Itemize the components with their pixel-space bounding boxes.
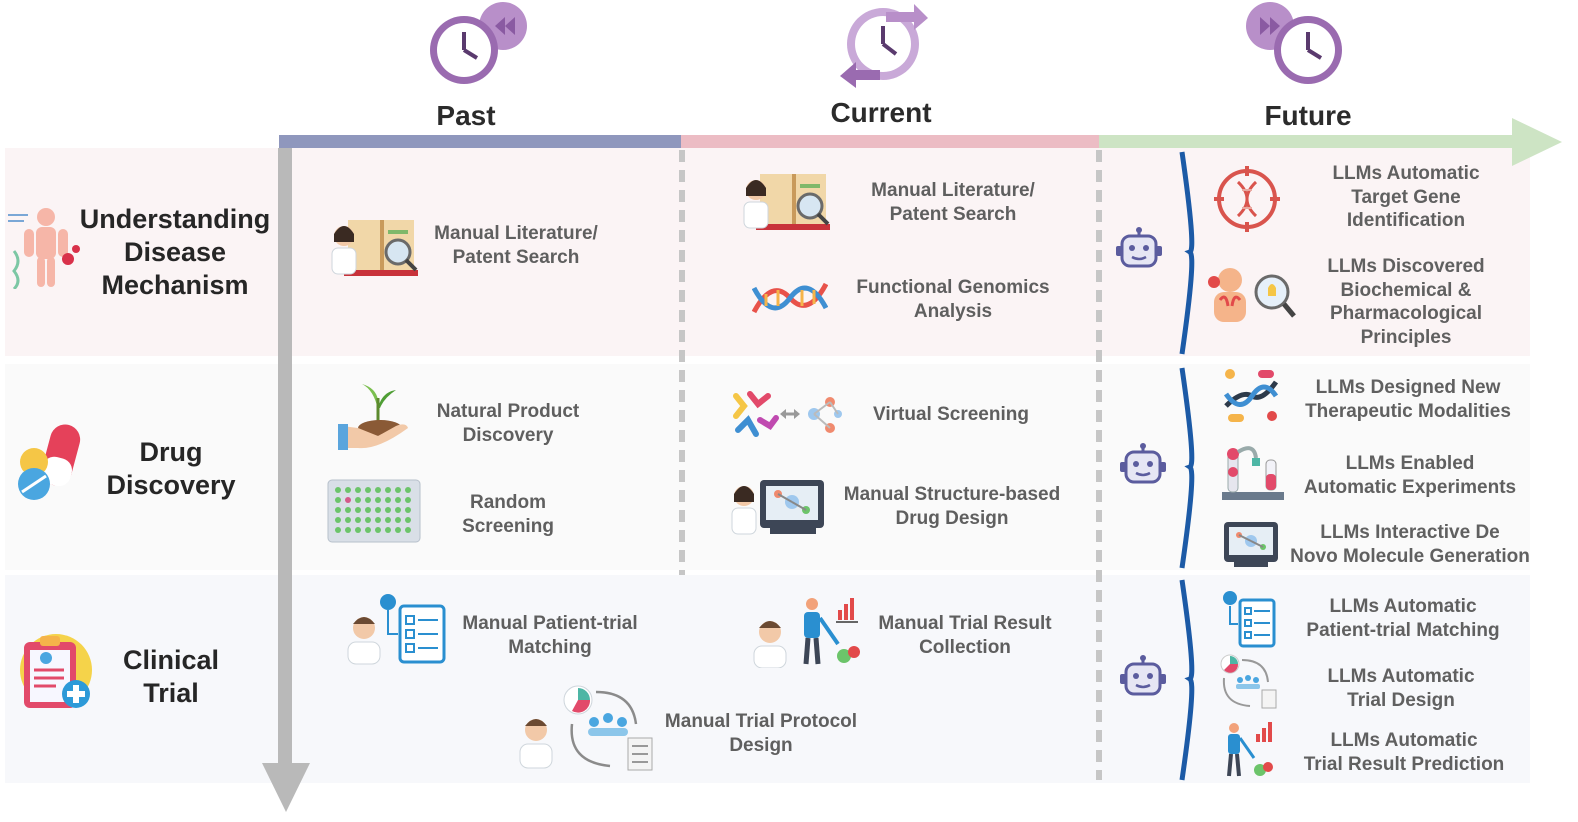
past-lit-search-text: Manual Literature/ Patent Search: [434, 223, 598, 268]
era-label-current: Current: [830, 97, 932, 128]
pills-icon: [18, 424, 81, 500]
future-trial-design-icon: [1220, 654, 1277, 709]
current-trial-result-text: Manual Trial Result Collection: [878, 613, 1052, 658]
dna-icon: [752, 282, 828, 314]
plant-hand-icon: [338, 384, 408, 450]
future-target-gene-text: LLMs Automatic Target Gene Identificatio…: [1332, 163, 1480, 231]
era-label-future: Future: [1264, 100, 1352, 131]
biochem-principles-icon: [1208, 268, 1296, 322]
future-trial-design-text: LLMs Automatic Trial Design: [1327, 666, 1475, 711]
target-gene-icon: [1214, 166, 1280, 232]
current-structure-design-text: Manual Structure-based Drug Design: [843, 484, 1061, 529]
era-label-past: Past: [436, 100, 496, 131]
past-clock-icon: [430, 2, 527, 84]
future-patient-matching-text: LLMs Automatic Patient-trial Matching: [1306, 596, 1500, 641]
row-label-disease: Understanding Disease Mechanism: [79, 204, 271, 300]
current-book-researcher-icon: [743, 174, 830, 230]
past-book-researcher-icon: [331, 220, 418, 276]
molecule-monitor-icon: [1224, 522, 1278, 567]
past-trial-protocol-icon: [519, 685, 653, 771]
row-label-trial: Clinical Trial: [122, 645, 220, 708]
future-clock-icon: [1246, 2, 1342, 84]
past-patient-matching-text: Manual Patient-trial Matching: [462, 613, 638, 658]
future-trial-prediction-text: LLMs Automatic Trial Result Prediction: [1303, 730, 1505, 775]
row-label-drug: Drug Discovery: [106, 437, 236, 500]
current-clock-icon: [840, 4, 928, 88]
past-trial-protocol-text: Manual Trial Protocol Design: [664, 711, 858, 756]
robot-icon: [1120, 655, 1166, 696]
current-trial-result-icon: [753, 598, 860, 668]
past-random-screening-text: Random Screening: [462, 492, 554, 537]
therapeutic-modalities-icon: [1223, 369, 1279, 422]
clipboard-medical-icon: [20, 634, 92, 708]
lab-robot-arm-icon: [1222, 446, 1284, 500]
row-band-trial: [5, 575, 1530, 783]
past-patient-matching-icon: [347, 594, 446, 665]
current-lit-search-text: Manual Literature/ Patent Search: [871, 180, 1035, 225]
virtual-screening-icon: [733, 391, 842, 437]
current-virtual-screening-text: Virtual Screening: [873, 404, 1029, 425]
future-patient-matching-icon: [1223, 591, 1276, 648]
robot-icon: [1120, 443, 1166, 484]
human-body-icon: [8, 208, 80, 289]
current-structure-design-icon: [731, 480, 824, 535]
robot-icon: [1116, 227, 1162, 268]
future-principles-text: LLMs Discovered Biochemical & Pharmacolo…: [1327, 256, 1485, 348]
future-trial-prediction-icon: [1227, 722, 1273, 777]
well-plate-icon: [327, 479, 421, 543]
future-molecule-gen-text: LLMs Interactive De Novo Molecule Genera…: [1290, 522, 1530, 567]
past-natural-product-text: Natural Product Discovery: [436, 401, 580, 446]
future-modalities-text: LLMs Designed New Therapeutic Modalities: [1305, 377, 1511, 422]
current-genomics-text: Functional Genomics Analysis: [856, 277, 1050, 322]
future-experiments-text: LLMs Enabled Automatic Experiments: [1303, 453, 1517, 498]
